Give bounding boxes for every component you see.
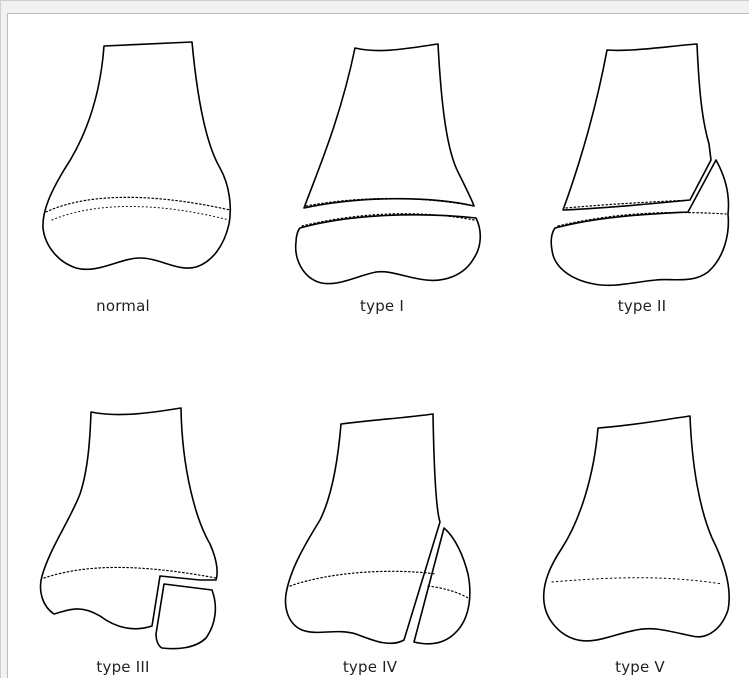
label-type-3: type III	[96, 658, 149, 676]
label-type-4: type IV	[343, 658, 397, 676]
bone-normal	[43, 42, 230, 269]
bone-type-3	[41, 408, 218, 649]
bone-type-1	[296, 44, 481, 284]
bone-type-2	[551, 44, 728, 285]
label-normal: normal	[96, 297, 150, 315]
bone-type-4	[286, 414, 470, 644]
label-type-1: type I	[360, 297, 404, 315]
label-type-5: type V	[615, 658, 665, 676]
label-type-2: type II	[618, 297, 667, 315]
bone-type-5	[544, 416, 730, 641]
